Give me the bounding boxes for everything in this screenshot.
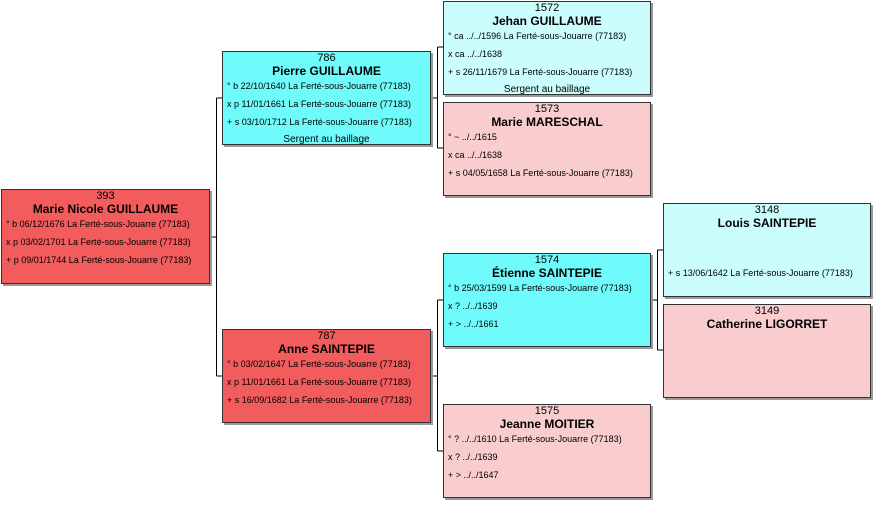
person-name: Marie Nicole GUILLAUME [32,202,179,216]
person-card-1574[interactable]: 1574 Étienne SAINTEPIE ° b 25/03/1599 La… [443,253,651,347]
person-name: Anne SAINTEPIE [278,342,375,356]
death-event: + s 03/10/1712 La Ferté-sous-Jouarre (77… [227,117,412,127]
person-name: Étienne SAINTEPIE [491,266,603,280]
person-card-1573[interactable]: 1573 Marie MARESCHAL ° ~ ../../1615 x ca… [443,102,651,196]
sosa-number: 1572 [534,2,560,14]
birth-event: ° b 06/12/1676 La Ferté-sous-Jouarre (77… [6,219,190,229]
sosa-number: 786 [317,52,336,64]
person-name: Louis SAINTEPIE [717,216,817,230]
sosa-number: 3148 [754,204,780,216]
person-name: Catherine LIGORRET [706,317,828,331]
connector-393 [210,97,222,377]
death-event: + > ../../1661 [448,319,499,329]
marriage-event: x ? ../../1639 [448,452,498,462]
sosa-number: 3149 [754,305,780,317]
connector-787 [431,299,443,452]
occupation-note: Sergent au baillage [283,134,370,145]
person-card-3148[interactable]: 3148 Louis SAINTEPIE + s 13/06/1642 La F… [663,203,871,297]
marriage-event: x p 11/01/1661 La Ferté-sous-Jouarre (77… [227,99,411,109]
person-card-1575[interactable]: 1575 Jeanne MOITIER ° ? ../../1610 La Fe… [443,404,651,498]
sosa-number: 393 [96,190,115,202]
connector-1574 [651,249,663,351]
death-event: + s 26/11/1679 La Ferté-sous-Jouarre (77… [448,67,633,77]
birth-event: ° ~ ../../1615 [448,132,497,142]
birth-event: ° b 22/10/1640 La Ferté-sous-Jouarre (77… [227,81,411,91]
person-name: Marie MARESCHAL [491,115,603,129]
person-name: Jeanne MOITIER [499,417,595,431]
birth-event: ° ca ../../1596 La Ferté-sous-Jouarre (7… [448,31,627,41]
marriage-event: x p 03/02/1701 La Ferté-sous-Jouarre (77… [6,237,191,247]
birth-event: ° b 03/02/1647 La Ferté-sous-Jouarre (77… [227,359,411,369]
death-event: + p 09/01/1744 La Ferté-sous-Jouarre (77… [6,255,192,265]
person-card-787[interactable]: 787 Anne SAINTEPIE ° b 03/02/1647 La Fer… [222,329,431,423]
sosa-number: 1575 [534,405,560,417]
sosa-number: 787 [317,330,336,342]
death-event: + > ../../1647 [448,470,499,480]
person-card-1572[interactable]: 1572 Jehan GUILLAUME ° ca ../../1596 La … [443,1,651,95]
connector-786 [431,46,443,149]
person-card-3149[interactable]: 3149 Catherine LIGORRET [663,304,871,398]
birth-event: ° ? ../../1610 La Ferté-sous-Jouarre (77… [448,434,622,444]
person-name: Pierre GUILLAUME [272,64,381,78]
death-event: + s 16/09/1682 La Ferté-sous-Jouarre (77… [227,395,412,405]
sosa-number: 1573 [534,103,560,115]
person-name: Jehan GUILLAUME [492,14,602,28]
marriage-event: x ? ../../1639 [448,301,498,311]
death-event: + s 04/05/1658 La Ferté-sous-Jouarre (77… [448,168,633,178]
person-card-786[interactable]: 786 Pierre GUILLAUME ° b 22/10/1640 La F… [222,51,431,145]
death-event: + s 13/06/1642 La Ferté-sous-Jouarre (77… [668,268,853,278]
marriage-event: x p 11/01/1661 La Ferté-sous-Jouarre (77… [227,377,411,387]
person-card-393[interactable]: 393 Marie Nicole GUILLAUME ° b 06/12/167… [1,189,210,284]
occupation-note: Sergent au baillage [503,84,591,95]
marriage-event: x ca ../../1638 [448,150,503,160]
sosa-number: 1574 [534,254,560,266]
birth-event: ° b 25/03/1599 La Ferté-sous-Jouarre (77… [448,283,632,293]
marriage-event: x ca ../../1638 [448,49,503,59]
